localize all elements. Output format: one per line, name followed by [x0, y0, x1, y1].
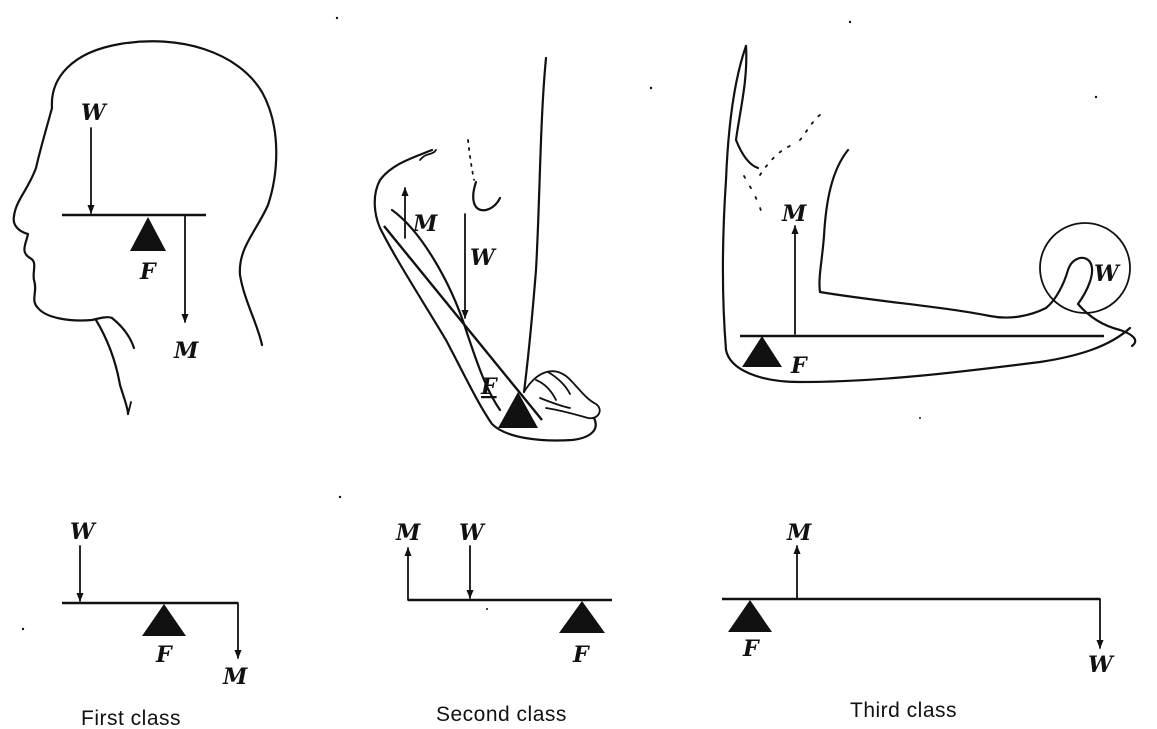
second-fulcrum-triangle — [559, 601, 605, 633]
head-fulcrum-triangle — [130, 217, 166, 251]
neck-tick — [128, 402, 131, 414]
print-specks — [22, 17, 1097, 630]
arm-fulcrum-label: F — [790, 353, 808, 379]
first-weight-label: W — [70, 519, 97, 545]
hand-outline — [1046, 258, 1135, 346]
third-muscle-label: M — [786, 520, 812, 546]
third-fulcrum-label: F — [742, 636, 760, 662]
arm-weight-label: W — [1094, 261, 1121, 287]
head-muscle-label: M — [173, 338, 199, 364]
first-class-schematic: W F M First class — [62, 519, 248, 729]
arm-fulcrum-triangle — [742, 336, 782, 367]
biceps-top — [819, 150, 848, 292]
first-class-caption: First class — [81, 707, 181, 729]
second-class-schematic: M W F Second class — [395, 520, 612, 726]
leg-dotted-line — [468, 140, 474, 180]
ankle-curve — [473, 182, 500, 210]
foot-weight-label: W — [470, 245, 497, 271]
foot-fulcrum-triangle — [498, 392, 538, 428]
third-class-schematic: M F W Third class — [722, 520, 1115, 722]
third-fulcrum-triangle — [728, 600, 772, 632]
first-fulcrum-label: F — [155, 642, 173, 668]
first-fulcrum-triangle — [142, 604, 186, 636]
chest-dots — [744, 176, 762, 214]
head-outline — [52, 41, 276, 345]
head-illustration: W F M — [14, 41, 277, 414]
arm-muscle-label: M — [781, 201, 807, 227]
head-fulcrum-label: F — [139, 259, 157, 285]
arm-illustration: M F W — [723, 46, 1135, 382]
shoulder-curve — [736, 46, 758, 168]
second-class-caption: Second class — [436, 703, 567, 726]
foot-lever-beam — [384, 226, 542, 420]
toe-detail — [536, 372, 570, 408]
neck-front — [96, 320, 128, 414]
foot-illustration: M W F — [375, 58, 600, 440]
leg-front-line — [524, 58, 546, 392]
third-weight-label: W — [1088, 652, 1115, 678]
first-muscle-label: M — [222, 664, 248, 690]
second-weight-label: W — [459, 520, 486, 546]
second-fulcrum-label: F — [572, 642, 590, 668]
foot-fulcrum-label: F — [480, 374, 498, 400]
biceps-dots — [760, 112, 824, 175]
forearm-top — [820, 292, 1046, 318]
third-class-caption: Third class — [850, 699, 957, 722]
second-muscle-label: M — [395, 520, 421, 546]
jaw-line — [112, 318, 134, 348]
foot-muscle-label: M — [412, 211, 438, 237]
head-weight-label: W — [81, 100, 108, 126]
